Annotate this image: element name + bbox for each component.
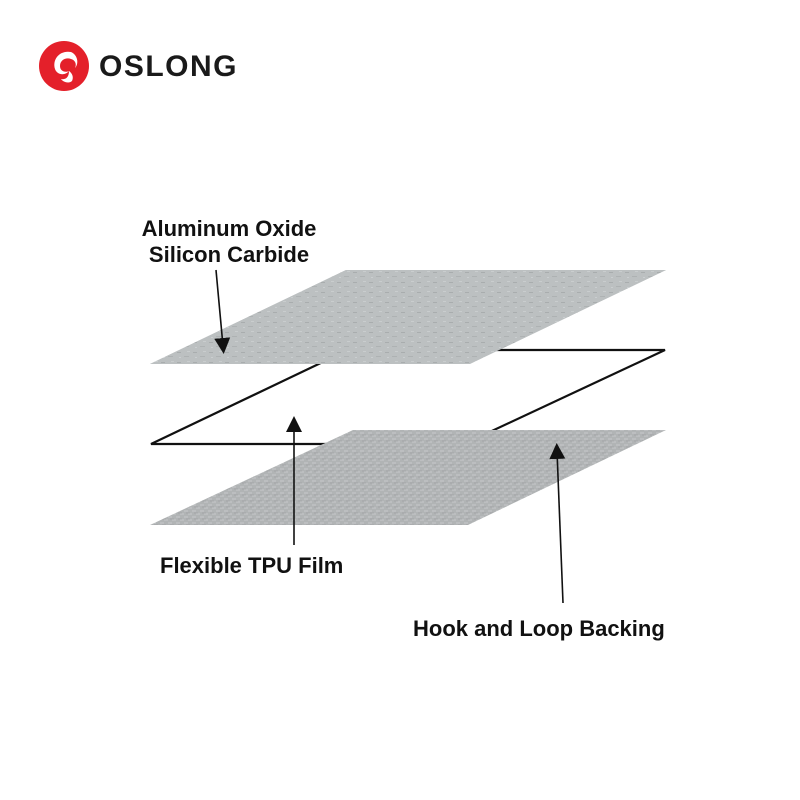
- abrasive-pointer-arrow: [214, 269, 231, 354]
- abrasive-layer-overlap: [150, 270, 666, 364]
- brand-name: OSLONG: [99, 50, 239, 83]
- abrasive-label-line-2: Silicon Carbide: [148, 242, 310, 267]
- swan-logo-icon: [39, 41, 89, 91]
- abrasive-label-line-1: Aluminum Oxide: [141, 216, 317, 241]
- abrasive-layer-label: Aluminum Oxide Silicon Carbide: [100, 216, 358, 268]
- backing-layer-label: Hook and Loop Backing: [413, 616, 665, 641]
- backing-pointer-arrow: [549, 443, 566, 604]
- film-layer: [150, 348, 666, 446]
- backing-layer: [150, 430, 666, 525]
- film-layer-label: Flexible TPU Film: [160, 553, 344, 578]
- brand-logo: OSLONG: [38, 38, 238, 94]
